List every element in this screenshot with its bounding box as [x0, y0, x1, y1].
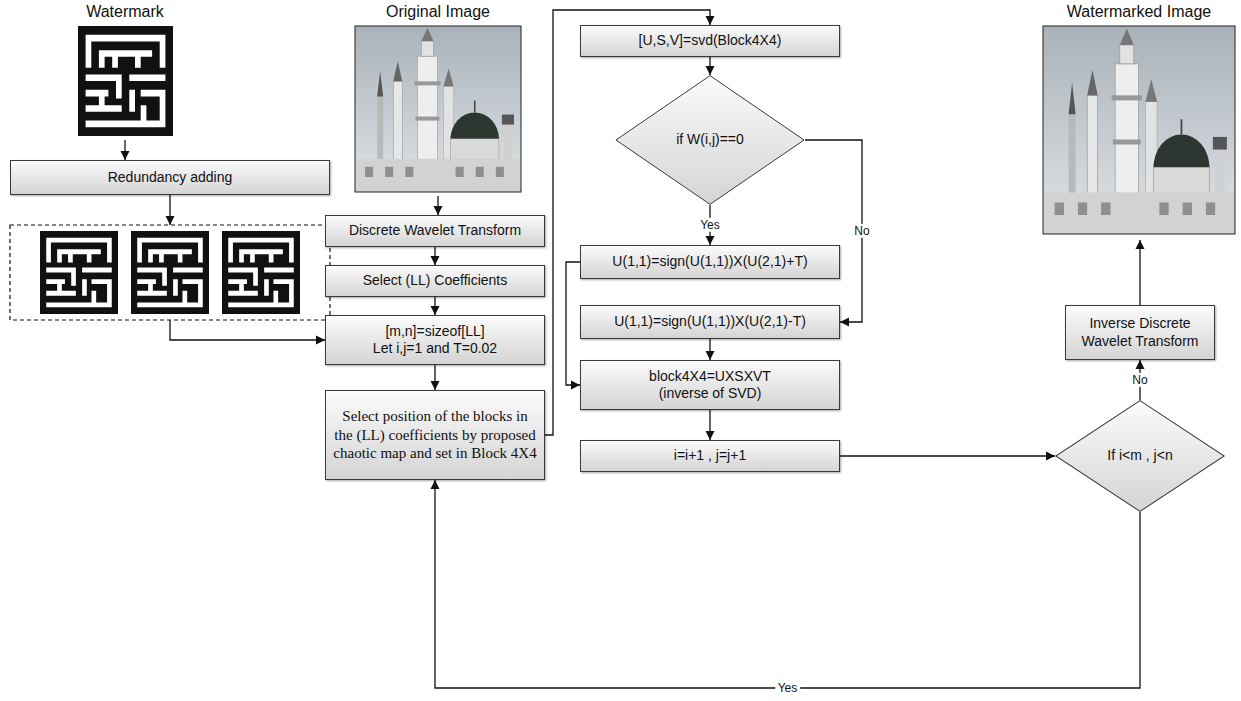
- image-panel: Watermark: [70, 2, 180, 140]
- photo-frame: [1043, 26, 1235, 234]
- process-box: Select position of the blocks in the (LL…: [325, 390, 545, 480]
- photo-frame: [355, 26, 521, 192]
- flow-arrow: [709, 57, 710, 75]
- flow-arrow: [434, 247, 435, 265]
- process-box: [m,n]=sizeof[LL]Let i,j=1 and T=0.02: [325, 315, 545, 365]
- box-text: i=i+1 , j=j+1: [674, 447, 746, 465]
- diamond-shape: [616, 76, 804, 205]
- flow-arrow: [434, 365, 435, 390]
- box-text: Select position of the blocks in the (LL…: [332, 407, 538, 463]
- image-title: Watermark: [86, 2, 164, 23]
- box-text: Select (LL) Coefficients: [363, 272, 507, 290]
- process-box: Discrete Wavelet Transform: [325, 215, 545, 247]
- flow-arrow: [435, 480, 1140, 688]
- box-text: Let i,j=1 and T=0.02: [373, 340, 497, 358]
- edge-label: Yes: [775, 681, 801, 695]
- process-box: Inverse Discrete Wavelet Transform: [1065, 305, 1215, 360]
- process-box: U(1,1)=sign(U(1,1))X(U(2,1)-T): [580, 305, 840, 339]
- watermark-copy: [222, 231, 300, 314]
- image-title: Watermarked Image: [1067, 2, 1211, 23]
- flow-arrow: [434, 297, 435, 315]
- process-box: i=i+1 , j=j+1: [580, 440, 840, 472]
- box-text: if W(i,j)==0: [676, 131, 744, 149]
- flow-arrow: [709, 339, 710, 360]
- image-panel: Watermarked Image: [1040, 2, 1238, 240]
- box-text: Inverse Discrete Wavelet Transform: [1072, 315, 1208, 350]
- decision-diamond: If i<m , j<n: [1055, 400, 1225, 512]
- process-box: [U,S,V]=svd(Block4X4): [580, 25, 840, 57]
- edge-label: No: [851, 224, 872, 238]
- process-box: block4X4=UXSXVT(inverse of SVD): [580, 360, 840, 410]
- redundant-watermarks-frame: [10, 225, 330, 320]
- watermark-copy: [131, 231, 209, 314]
- watermarked-photo: [1043, 26, 1235, 234]
- original-photo: [355, 26, 521, 192]
- watermark-image: [78, 26, 173, 136]
- process-box: Select (LL) Coefficients: [325, 265, 545, 297]
- flow-arrow: [124, 140, 125, 160]
- flow-arrow: [437, 196, 438, 215]
- flow-arrow: [840, 455, 1055, 456]
- box-text: Redundancy adding: [108, 169, 233, 187]
- box-text: block4X4=UXSXVT: [649, 368, 771, 386]
- box-text: U(1,1)=sign(U(1,1))X(U(2,1)-T): [614, 313, 806, 331]
- image-title: Original Image: [386, 2, 490, 23]
- image-panel: Original Image: [350, 2, 526, 196]
- flow-arrow: [566, 262, 580, 385]
- edge-label: Yes: [697, 218, 723, 232]
- box-text: Discrete Wavelet Transform: [349, 222, 521, 240]
- decision-diamond: if W(i,j)==0: [615, 75, 805, 205]
- process-box: U(1,1)=sign(U(1,1))X(U(2,1)+T): [580, 245, 840, 279]
- box-text: If i<m , j<n: [1107, 447, 1172, 465]
- flow-arrow: [709, 410, 710, 440]
- process-box: Redundancy adding: [10, 160, 330, 195]
- wire: [170, 320, 325, 340]
- diamond-shape: [1056, 401, 1224, 512]
- wire: [169, 195, 170, 225]
- edge-label: No: [1129, 373, 1150, 387]
- flow-arrow: [1139, 240, 1140, 305]
- watermark-copy: [40, 231, 118, 314]
- box-text: [m,n]=sizeof[LL]: [385, 323, 484, 341]
- box-text: (inverse of SVD): [659, 385, 762, 403]
- box-text: [U,S,V]=svd(Block4X4): [639, 32, 782, 50]
- box-text: U(1,1)=sign(U(1,1))X(U(2,1)+T): [612, 253, 807, 271]
